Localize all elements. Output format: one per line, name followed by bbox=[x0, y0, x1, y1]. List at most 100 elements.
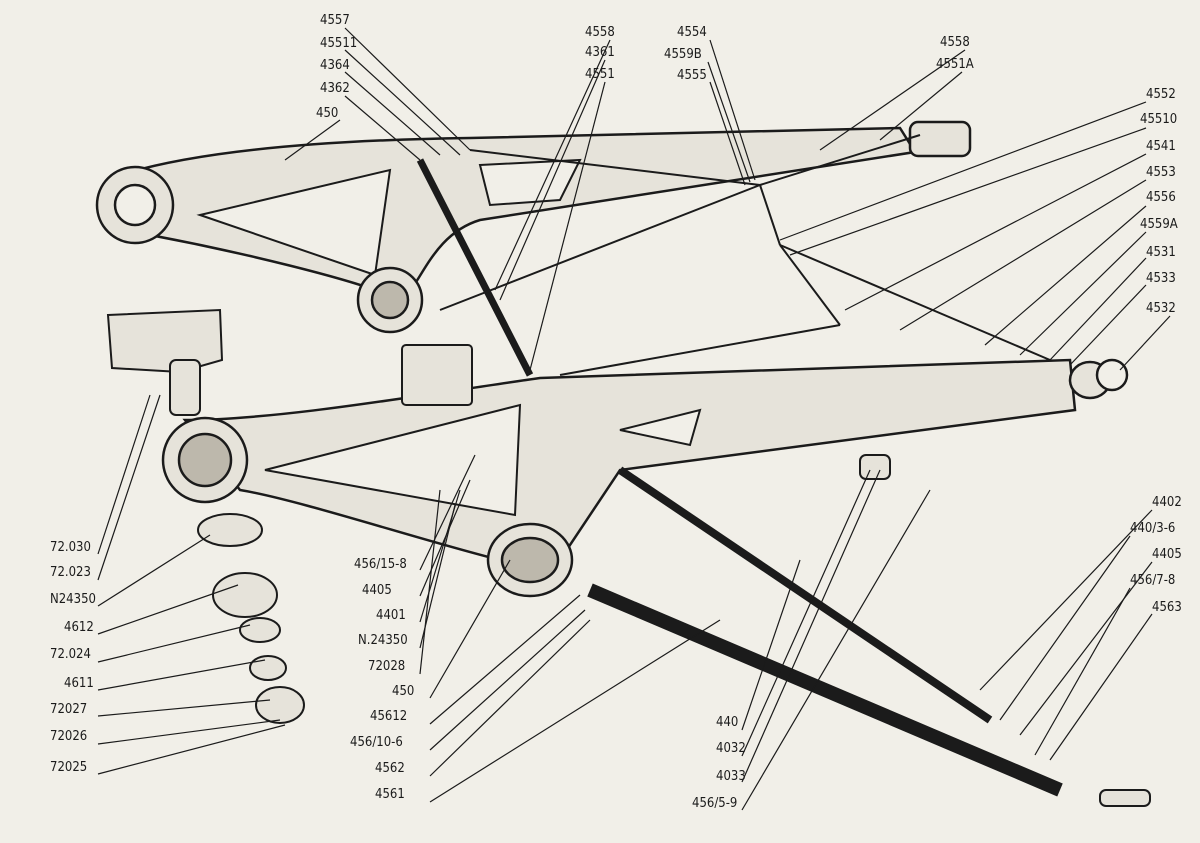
part-label: 4551 bbox=[585, 67, 615, 82]
part-label: 4561 bbox=[375, 787, 405, 802]
part-label: 4552 bbox=[1146, 87, 1176, 102]
part-label: 72027 bbox=[50, 702, 88, 717]
leader-line bbox=[844, 153, 1147, 311]
part-label: 4531 bbox=[1146, 245, 1176, 260]
leader-line bbox=[1119, 315, 1171, 371]
part-label: 456/7-8 bbox=[1130, 573, 1176, 588]
leader-line bbox=[709, 81, 746, 186]
part-label: 72025 bbox=[50, 760, 88, 775]
bracket-and-bearings bbox=[106, 308, 1151, 807]
part-label: 440 bbox=[716, 715, 739, 730]
leader-line bbox=[779, 101, 1147, 241]
part-label: 45510 bbox=[1140, 112, 1178, 127]
part-label: N24350 bbox=[50, 592, 96, 607]
part-label: 4553 bbox=[1146, 165, 1176, 180]
part-label: 4033 bbox=[716, 769, 746, 784]
part-label: 450 bbox=[316, 106, 339, 121]
leader-line bbox=[429, 559, 511, 699]
leader-line bbox=[741, 559, 801, 731]
leader-line bbox=[529, 81, 606, 371]
leader-line bbox=[741, 469, 881, 783]
part-label: 72026 bbox=[50, 729, 88, 744]
leader-line bbox=[97, 699, 271, 717]
part-label: 4612 bbox=[64, 620, 94, 635]
leader-line bbox=[284, 119, 341, 161]
leader-line bbox=[1069, 284, 1147, 366]
part-label: 4556 bbox=[1146, 190, 1176, 205]
part-label: 4558 bbox=[585, 25, 615, 40]
part-label: 4562 bbox=[375, 761, 405, 776]
leader-line bbox=[97, 719, 281, 745]
leader-line bbox=[97, 659, 266, 691]
part-label: 72.030 bbox=[50, 540, 91, 555]
part-label: 4533 bbox=[1146, 271, 1176, 286]
leader-line bbox=[899, 179, 1147, 331]
part-label: 4401 bbox=[376, 608, 406, 623]
leader-line bbox=[707, 61, 751, 183]
leader-line bbox=[709, 39, 756, 181]
part-label: 4362 bbox=[320, 81, 350, 96]
part-label: 4563 bbox=[1152, 600, 1182, 615]
part-label: 4402 bbox=[1152, 495, 1182, 510]
part-label: 450 bbox=[392, 684, 415, 699]
leader-line bbox=[1019, 561, 1153, 736]
part-label: 45511 bbox=[320, 36, 358, 51]
leader-line bbox=[344, 27, 471, 151]
leader-line bbox=[979, 509, 1153, 691]
leader-line bbox=[499, 59, 606, 301]
part-label: 4364 bbox=[320, 58, 350, 73]
part-label: 440/3-6 bbox=[1130, 521, 1176, 536]
leader-line bbox=[97, 724, 286, 775]
leader-line bbox=[741, 469, 871, 757]
part-label: N.24350 bbox=[358, 633, 408, 648]
leader-line bbox=[1049, 613, 1153, 761]
part-label: 4559B bbox=[664, 47, 702, 62]
part-label: 4555 bbox=[677, 68, 707, 83]
part-label: 4611 bbox=[64, 676, 94, 691]
leader-line bbox=[344, 49, 461, 156]
leader-line bbox=[97, 534, 211, 607]
part-label: 456/15-8 bbox=[354, 557, 407, 572]
lower-arm bbox=[161, 358, 1129, 598]
part-label: 4032 bbox=[716, 741, 746, 756]
leader-line bbox=[97, 624, 251, 663]
leader-line bbox=[344, 71, 441, 156]
part-label: 456/5-9 bbox=[692, 796, 738, 811]
part-label: 72028 bbox=[368, 659, 406, 674]
part-label: 4559A bbox=[1140, 217, 1178, 232]
part-label: 456/10-6 bbox=[350, 735, 403, 750]
leader-line bbox=[1019, 231, 1147, 356]
leader-line bbox=[1034, 587, 1131, 756]
leader-line bbox=[879, 71, 963, 141]
leader-line bbox=[429, 619, 721, 803]
part-label: 4551A bbox=[936, 57, 974, 72]
leader-line bbox=[419, 489, 441, 675]
leader-line bbox=[999, 535, 1131, 721]
part-label: 72.024 bbox=[50, 647, 91, 662]
part-label: 4554 bbox=[677, 25, 707, 40]
struts-and-rods bbox=[416, 134, 1063, 797]
leader-line bbox=[1049, 257, 1147, 361]
leader-line bbox=[789, 127, 1147, 256]
leader-lines bbox=[97, 27, 1171, 811]
leader-line bbox=[494, 39, 611, 291]
leader-line bbox=[819, 49, 966, 151]
part-label: 45612 bbox=[370, 709, 408, 724]
leader-line bbox=[97, 394, 161, 581]
upper-arm bbox=[95, 120, 972, 334]
part-label: 4405 bbox=[1152, 547, 1182, 562]
leader-line bbox=[344, 95, 421, 161]
part-label: 4361 bbox=[585, 45, 615, 60]
leader-line bbox=[97, 394, 151, 555]
part-label: 4541 bbox=[1146, 139, 1176, 154]
part-label: 4405 bbox=[362, 583, 392, 598]
part-label: 4557 bbox=[320, 13, 350, 28]
leader-line bbox=[419, 454, 476, 571]
part-label: 72.023 bbox=[50, 565, 91, 580]
leader-line bbox=[741, 489, 931, 811]
part-label: 4532 bbox=[1146, 301, 1176, 316]
leader-line bbox=[429, 594, 581, 725]
leader-line bbox=[97, 584, 239, 635]
